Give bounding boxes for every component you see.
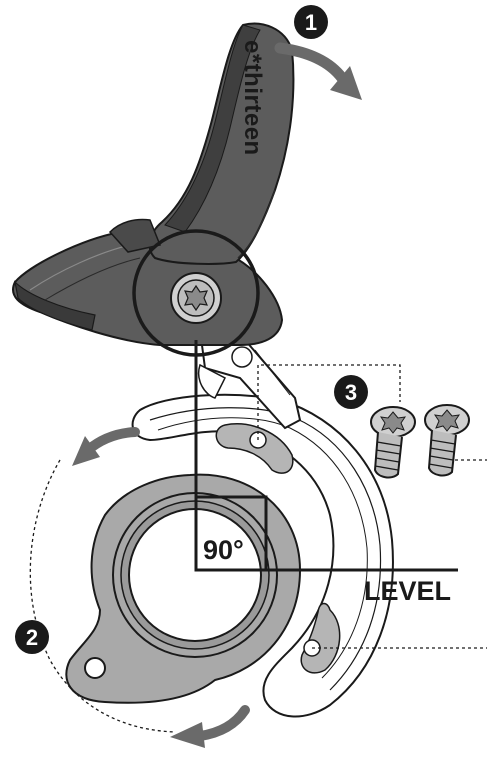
backplate-tab-hole <box>84 657 106 679</box>
bolt-1 <box>370 406 416 479</box>
step-number: 3 <box>345 380 357 405</box>
rotate-arrow-bottom <box>170 705 250 748</box>
upper-slot <box>215 423 294 474</box>
backplate <box>65 473 302 704</box>
level-guide: 90° LEVEL <box>194 340 458 606</box>
outer-plate <box>131 328 394 718</box>
clamp-bolt <box>132 229 260 357</box>
step-badge-1: 1 <box>294 5 328 39</box>
step-badge-2: 2 <box>15 620 49 654</box>
torx-icon <box>184 284 208 312</box>
step-number: 2 <box>26 625 38 650</box>
brand-logo: e*thirteen <box>239 40 266 156</box>
chain-guide-top: e*thirteen <box>12 22 295 346</box>
level-label: LEVEL <box>364 576 451 606</box>
arrow-head-icon <box>330 66 362 100</box>
angle-label: 90° <box>203 535 244 565</box>
arrow-head-icon <box>170 722 205 748</box>
rotate-arrow-left <box>72 427 140 466</box>
dashed-leaders <box>29 364 487 733</box>
bolt-2 <box>424 404 470 477</box>
rotate-arrow-top <box>274 42 362 100</box>
right-angle-marker <box>194 495 268 572</box>
step-number: 1 <box>305 10 317 35</box>
mounting-bolts <box>370 404 470 479</box>
arrow-head-icon <box>72 436 100 466</box>
step-badge-3: 3 <box>334 375 368 409</box>
